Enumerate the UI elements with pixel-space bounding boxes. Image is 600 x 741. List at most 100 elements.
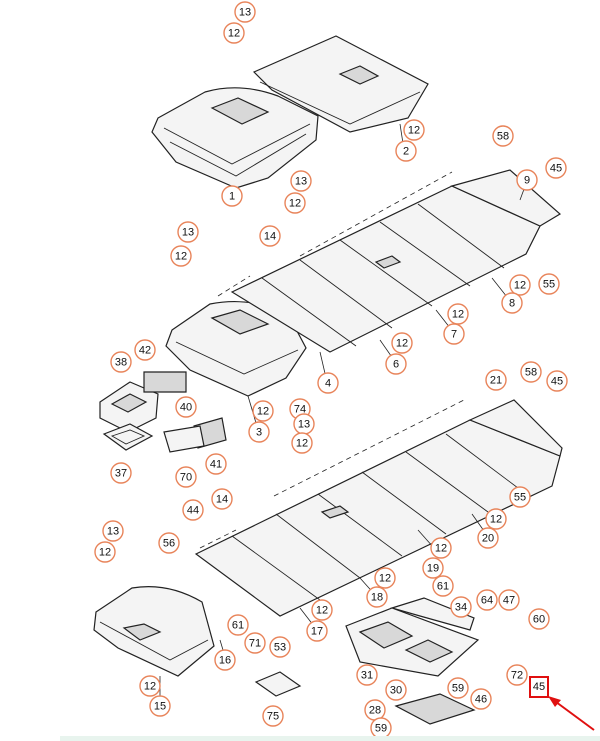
lamp-part-42 (143, 371, 187, 393)
headliner-panels-16-20 (194, 419, 561, 617)
callout-circle (223, 22, 245, 44)
bottom-strip (60, 736, 600, 741)
headliner-part-1 (151, 87, 319, 189)
callout-12: 12 (430, 537, 452, 559)
callout-label: 1 (229, 191, 235, 203)
callout-13: 13 (177, 221, 199, 243)
callout-circle (492, 125, 514, 147)
callout-label: 12 (289, 198, 301, 210)
callout-circle (94, 541, 116, 563)
callout-label: 59 (452, 683, 464, 695)
callout-circle (134, 339, 156, 361)
highlighted-callout-label: 45 (533, 681, 545, 693)
callout-circle (214, 649, 236, 671)
callout-circle (175, 466, 197, 488)
callout-circle (520, 361, 542, 383)
callout-9: 9 (516, 169, 538, 191)
callout-14: 14 (211, 488, 233, 510)
callout-label: 34 (455, 602, 467, 614)
callout-label: 13 (107, 526, 119, 538)
callout-label: 64 (481, 595, 493, 607)
callout-12: 12 (139, 675, 161, 697)
callout-47: 47 (498, 589, 520, 611)
headliner-panels-4-8 (230, 185, 541, 353)
callout-circle (430, 537, 452, 559)
callout-label: 12 (296, 438, 308, 450)
callout-13: 13 (102, 520, 124, 542)
callout-circle (546, 370, 568, 392)
callout-40: 40 (175, 396, 197, 418)
callout-60: 60 (528, 608, 550, 630)
callout-circle (290, 170, 312, 192)
callout-circle (234, 1, 256, 23)
callout-label: 13 (182, 227, 194, 239)
callout-20: 20 (477, 527, 499, 549)
callout-circle (211, 488, 233, 510)
callout-label: 13 (239, 7, 251, 19)
callout-12: 12 (485, 508, 507, 530)
callout-30: 30 (385, 679, 407, 701)
callout-12: 12 (447, 303, 469, 325)
callout-label: 38 (115, 357, 127, 369)
callout-17: 17 (306, 620, 328, 642)
callout-circle (501, 292, 523, 314)
callout-label: 45 (551, 376, 563, 388)
callout-label: 30 (390, 685, 402, 697)
callout-15: 15 (149, 695, 171, 717)
callout-12: 12 (284, 192, 306, 214)
callout-circle (374, 567, 396, 589)
callout-45: 45 (545, 157, 567, 179)
callout-label: 12 (490, 514, 502, 526)
callout-circle (485, 369, 507, 391)
callout-label: 12 (228, 28, 240, 40)
callout-circle (385, 679, 407, 701)
callout-label: 44 (187, 505, 199, 517)
callout-label: 60 (533, 614, 545, 626)
callout-circle (506, 664, 528, 686)
callout-circle (538, 273, 560, 295)
callout-label: 42 (139, 345, 151, 357)
callout-circle (110, 462, 132, 484)
callout-circle (509, 274, 531, 296)
callout-6: 6 (385, 353, 407, 375)
callout-44: 44 (182, 499, 204, 521)
callout-42: 42 (134, 339, 156, 361)
callout-8: 8 (501, 292, 523, 314)
callout-label: 46 (475, 694, 487, 706)
callout-circle (291, 432, 313, 454)
callout-circle (509, 486, 531, 508)
callout-label: 8 (509, 298, 515, 310)
callout-18: 18 (366, 586, 388, 608)
callout-circle (177, 221, 199, 243)
callout-circle (516, 169, 538, 191)
callout-38: 38 (110, 351, 132, 373)
callout-circle (252, 400, 274, 422)
callout-12: 12 (374, 567, 396, 589)
callout-61: 61 (432, 575, 454, 597)
callout-label: 18 (371, 592, 383, 604)
callout-12: 12 (509, 274, 531, 296)
callout-circle (443, 323, 465, 345)
callout-label: 41 (210, 459, 222, 471)
callout-circle (102, 520, 124, 542)
callout-label: 4 (325, 378, 331, 390)
callout-label: 71 (249, 638, 261, 650)
callout-label: 53 (274, 642, 286, 654)
callout-label: 7 (451, 329, 457, 341)
callout-45: 45 (546, 370, 568, 392)
callout-label: 2 (403, 146, 409, 158)
callout-label: 12 (408, 125, 420, 137)
callout-31: 31 (356, 664, 378, 686)
callout-label: 58 (525, 367, 537, 379)
callout-70: 70 (175, 466, 197, 488)
callout-label: 61 (437, 581, 449, 593)
headliner-part-21 (468, 399, 563, 457)
callout-59: 59 (370, 717, 392, 739)
callout-label: 56 (163, 538, 175, 550)
callout-circle (248, 421, 270, 443)
headliner-part-2 (252, 35, 429, 133)
callout-label: 74 (294, 404, 306, 416)
callout-13: 13 (293, 413, 315, 435)
callout-label: 14 (216, 494, 228, 506)
callout-label: 45 (550, 163, 562, 175)
